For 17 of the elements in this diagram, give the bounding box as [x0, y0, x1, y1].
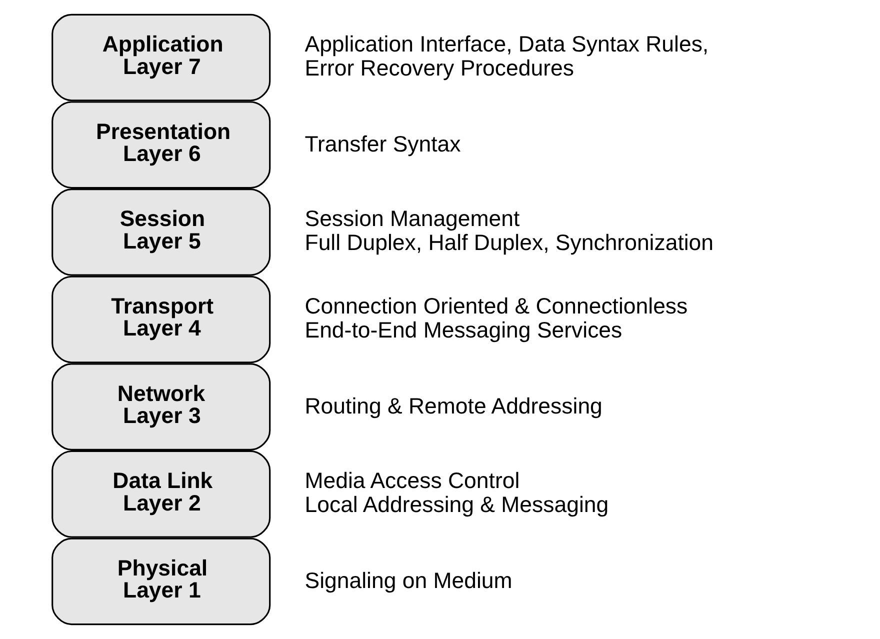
- node-label: Connection Oriented & Connectionless: [304, 293, 688, 318]
- node-label: Application Interface, Data Syntax Rules, Error Recovery Procedures: [304, 32, 708, 80]
- node-label: Routing & Remote Addressing: [304, 393, 602, 418]
- node-label: Transfer Syntax: [304, 132, 460, 157]
- node-box: Data Link Layer 2: [51, 450, 270, 538]
- node-label: End-to-End Messaging Services: [304, 317, 622, 342]
- node-label: Media Access Control: [304, 468, 520, 494]
- node-box: Transport Layer 4: [51, 276, 270, 364]
- node-label: Session Management: [304, 206, 520, 232]
- node-box: Session Layer 5: [51, 188, 270, 276]
- node-box: Presentation Layer 6: [51, 101, 270, 189]
- node-box: Application Layer 7: [51, 14, 270, 102]
- node-label: Local Addressing & Messaging: [304, 492, 608, 517]
- node-box: Physical Layer 1: [51, 538, 270, 626]
- node-label: Full Duplex, Half Duplex, Synchronization: [304, 230, 714, 255]
- node-box: Network Layer 3: [51, 363, 270, 450]
- node-label: Signaling on Medium: [304, 568, 512, 594]
